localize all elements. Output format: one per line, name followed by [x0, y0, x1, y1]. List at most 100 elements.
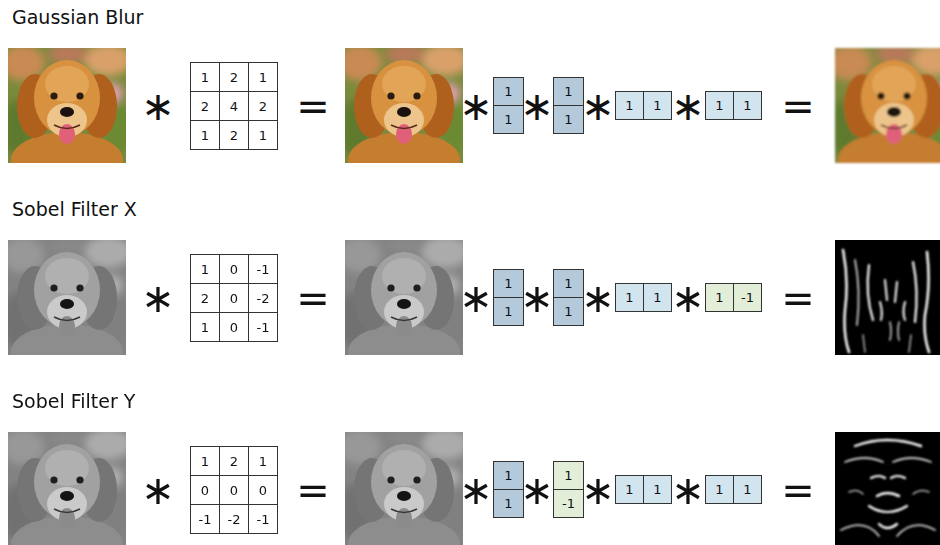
operator-symbol: ∗ [141, 278, 175, 318]
kernel-value: 1 [653, 99, 661, 112]
kernel-value: 1 [201, 321, 209, 334]
kernel-cell: 1 [493, 77, 524, 106]
kernel-value: 2 [230, 129, 238, 142]
kernel-value: 2 [201, 292, 209, 305]
matrix-cell: 4 [219, 91, 249, 121]
matrix-cell: 2 [219, 120, 249, 150]
kernel-cell: 1 [615, 283, 644, 312]
kernel-cell: 1 [705, 91, 734, 120]
operator-symbol: ∗ [581, 278, 615, 318]
kernel-value: -1 [257, 263, 270, 276]
matrix-cell: 2 [190, 283, 220, 313]
kernel-value: 1 [625, 291, 633, 304]
kernel-cell: -1 [553, 489, 584, 518]
kernel-cell: 1 [615, 475, 644, 504]
kernel-cell: -1 [733, 283, 762, 312]
dog-photo [337, 44, 471, 188]
kernel-value: 1 [715, 99, 723, 112]
kernel-value: 1 [504, 113, 512, 126]
section-title: Gaussian Blur [12, 8, 143, 27]
kernel-value: 1 [201, 129, 209, 142]
matrix-cell: 2 [219, 62, 249, 92]
kernel-cell: 1 [705, 283, 734, 312]
kernel-value: 1 [564, 113, 572, 126]
operator-symbol: ∗ [671, 86, 705, 126]
edge-map [835, 432, 940, 545]
kernel-value: 1 [504, 305, 512, 318]
kernel-value: -1 [741, 291, 754, 304]
kernel-cell: 1 [733, 475, 762, 504]
kernel-cell: 1 [643, 283, 672, 312]
operator-symbol: = [296, 86, 330, 126]
kernel-value: 1 [625, 483, 633, 496]
matrix-cell: 0 [219, 254, 249, 284]
kernel-value: 1 [201, 71, 209, 84]
section-title: Sobel Filter X [12, 200, 137, 219]
kernel-value: 1 [625, 99, 633, 112]
kernel-value: 1 [201, 455, 209, 468]
matrix-cell: -2 [219, 504, 249, 534]
kernel-value: -2 [257, 292, 270, 305]
kernel-value: -1 [562, 497, 575, 510]
kernel-value: 1 [504, 469, 512, 482]
matrix-cell: 1 [190, 120, 220, 150]
kernel-cell: 1 [553, 77, 584, 106]
operator-symbol: ∗ [459, 278, 493, 318]
kernel-cell: 1 [493, 489, 524, 518]
operator-symbol: ∗ [671, 278, 705, 318]
operator-symbol: = [296, 278, 330, 318]
matrix-cell: -2 [248, 283, 278, 313]
dog-photo [0, 44, 134, 188]
edge-map [835, 240, 940, 355]
matrix-cell: 2 [219, 446, 249, 476]
operator-symbol: = [781, 86, 815, 126]
matrix-cell: -1 [248, 254, 278, 284]
kernel-value: 1 [564, 469, 572, 482]
kernel-value: 1 [259, 71, 267, 84]
matrix-cell: 0 [219, 312, 249, 342]
matrix-cell: 1 [190, 312, 220, 342]
kernel-cell: 1 [553, 269, 584, 298]
operator-symbol: ∗ [671, 470, 705, 510]
operator-symbol: ∗ [581, 86, 615, 126]
kernel-value: 4 [230, 100, 238, 113]
matrix-cell: 1 [248, 446, 278, 476]
kernel-value: 1 [743, 483, 751, 496]
kernel-value: 0 [201, 484, 209, 497]
kernel-value: -1 [199, 513, 212, 526]
matrix-cell: 1 [248, 62, 278, 92]
matrix-cell: 0 [248, 475, 278, 505]
kernel-value: 0 [230, 263, 238, 276]
kernel-value: 2 [230, 455, 238, 468]
kernel-value: 1 [504, 497, 512, 510]
kernel-value: 1 [201, 263, 209, 276]
matrix-cell: 0 [219, 475, 249, 505]
kernel-cell: 1 [493, 461, 524, 490]
operator-symbol: ∗ [459, 86, 493, 126]
kernel-cell: 1 [553, 105, 584, 134]
matrix-cell: 1 [190, 254, 220, 284]
kernel-cell: 1 [493, 297, 524, 326]
operator-symbol: ∗ [581, 470, 615, 510]
kernel-cell: 1 [553, 297, 584, 326]
matrix-cell: 2 [190, 91, 220, 121]
operator-symbol: = [781, 470, 815, 510]
operator-symbol: ∗ [520, 470, 554, 510]
operator-symbol: ∗ [141, 470, 175, 510]
kernel-value: 0 [230, 484, 238, 497]
operator-symbol: ∗ [459, 470, 493, 510]
kernel-value: 2 [230, 71, 238, 84]
kernel-cell: 1 [493, 269, 524, 298]
section-title: Sobel Filter Y [12, 392, 135, 411]
kernel-value: 1 [743, 99, 751, 112]
kernel-value: 0 [230, 292, 238, 305]
matrix-cell: 0 [190, 475, 220, 505]
kernel-value: 1 [653, 291, 661, 304]
matrix-cell: 1 [248, 120, 278, 150]
kernel-value: 1 [564, 305, 572, 318]
matrix-cell: 1 [190, 446, 220, 476]
matrix-cell: -1 [190, 504, 220, 534]
kernel-value: 1 [259, 455, 267, 468]
kernel-cell: 1 [643, 475, 672, 504]
